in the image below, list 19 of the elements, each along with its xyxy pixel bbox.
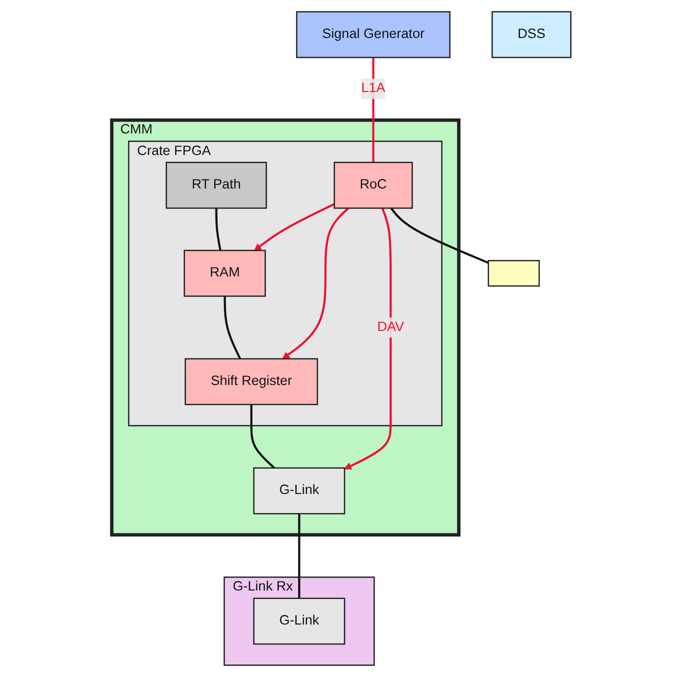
arrow [344,208,392,470]
node-box: RAM [183,250,266,297]
edge-label: DAV [376,320,404,334]
node-box: DSS [491,11,572,58]
node-box: Shift Register [184,358,318,406]
node-box: RoC [333,162,413,209]
node-box: Signal Generator [296,11,450,58]
node-box: G-Link [252,598,345,645]
node-box [487,260,540,287]
connector [223,296,241,360]
arrow [282,207,349,360]
edge-label: L1A [360,81,386,96]
node-box: G-Link [252,467,345,514]
connector [298,514,300,598]
arrow [254,203,334,251]
connector [250,404,275,469]
connector [390,208,488,264]
node-box: RT Path [165,162,267,209]
connector [214,208,222,251]
